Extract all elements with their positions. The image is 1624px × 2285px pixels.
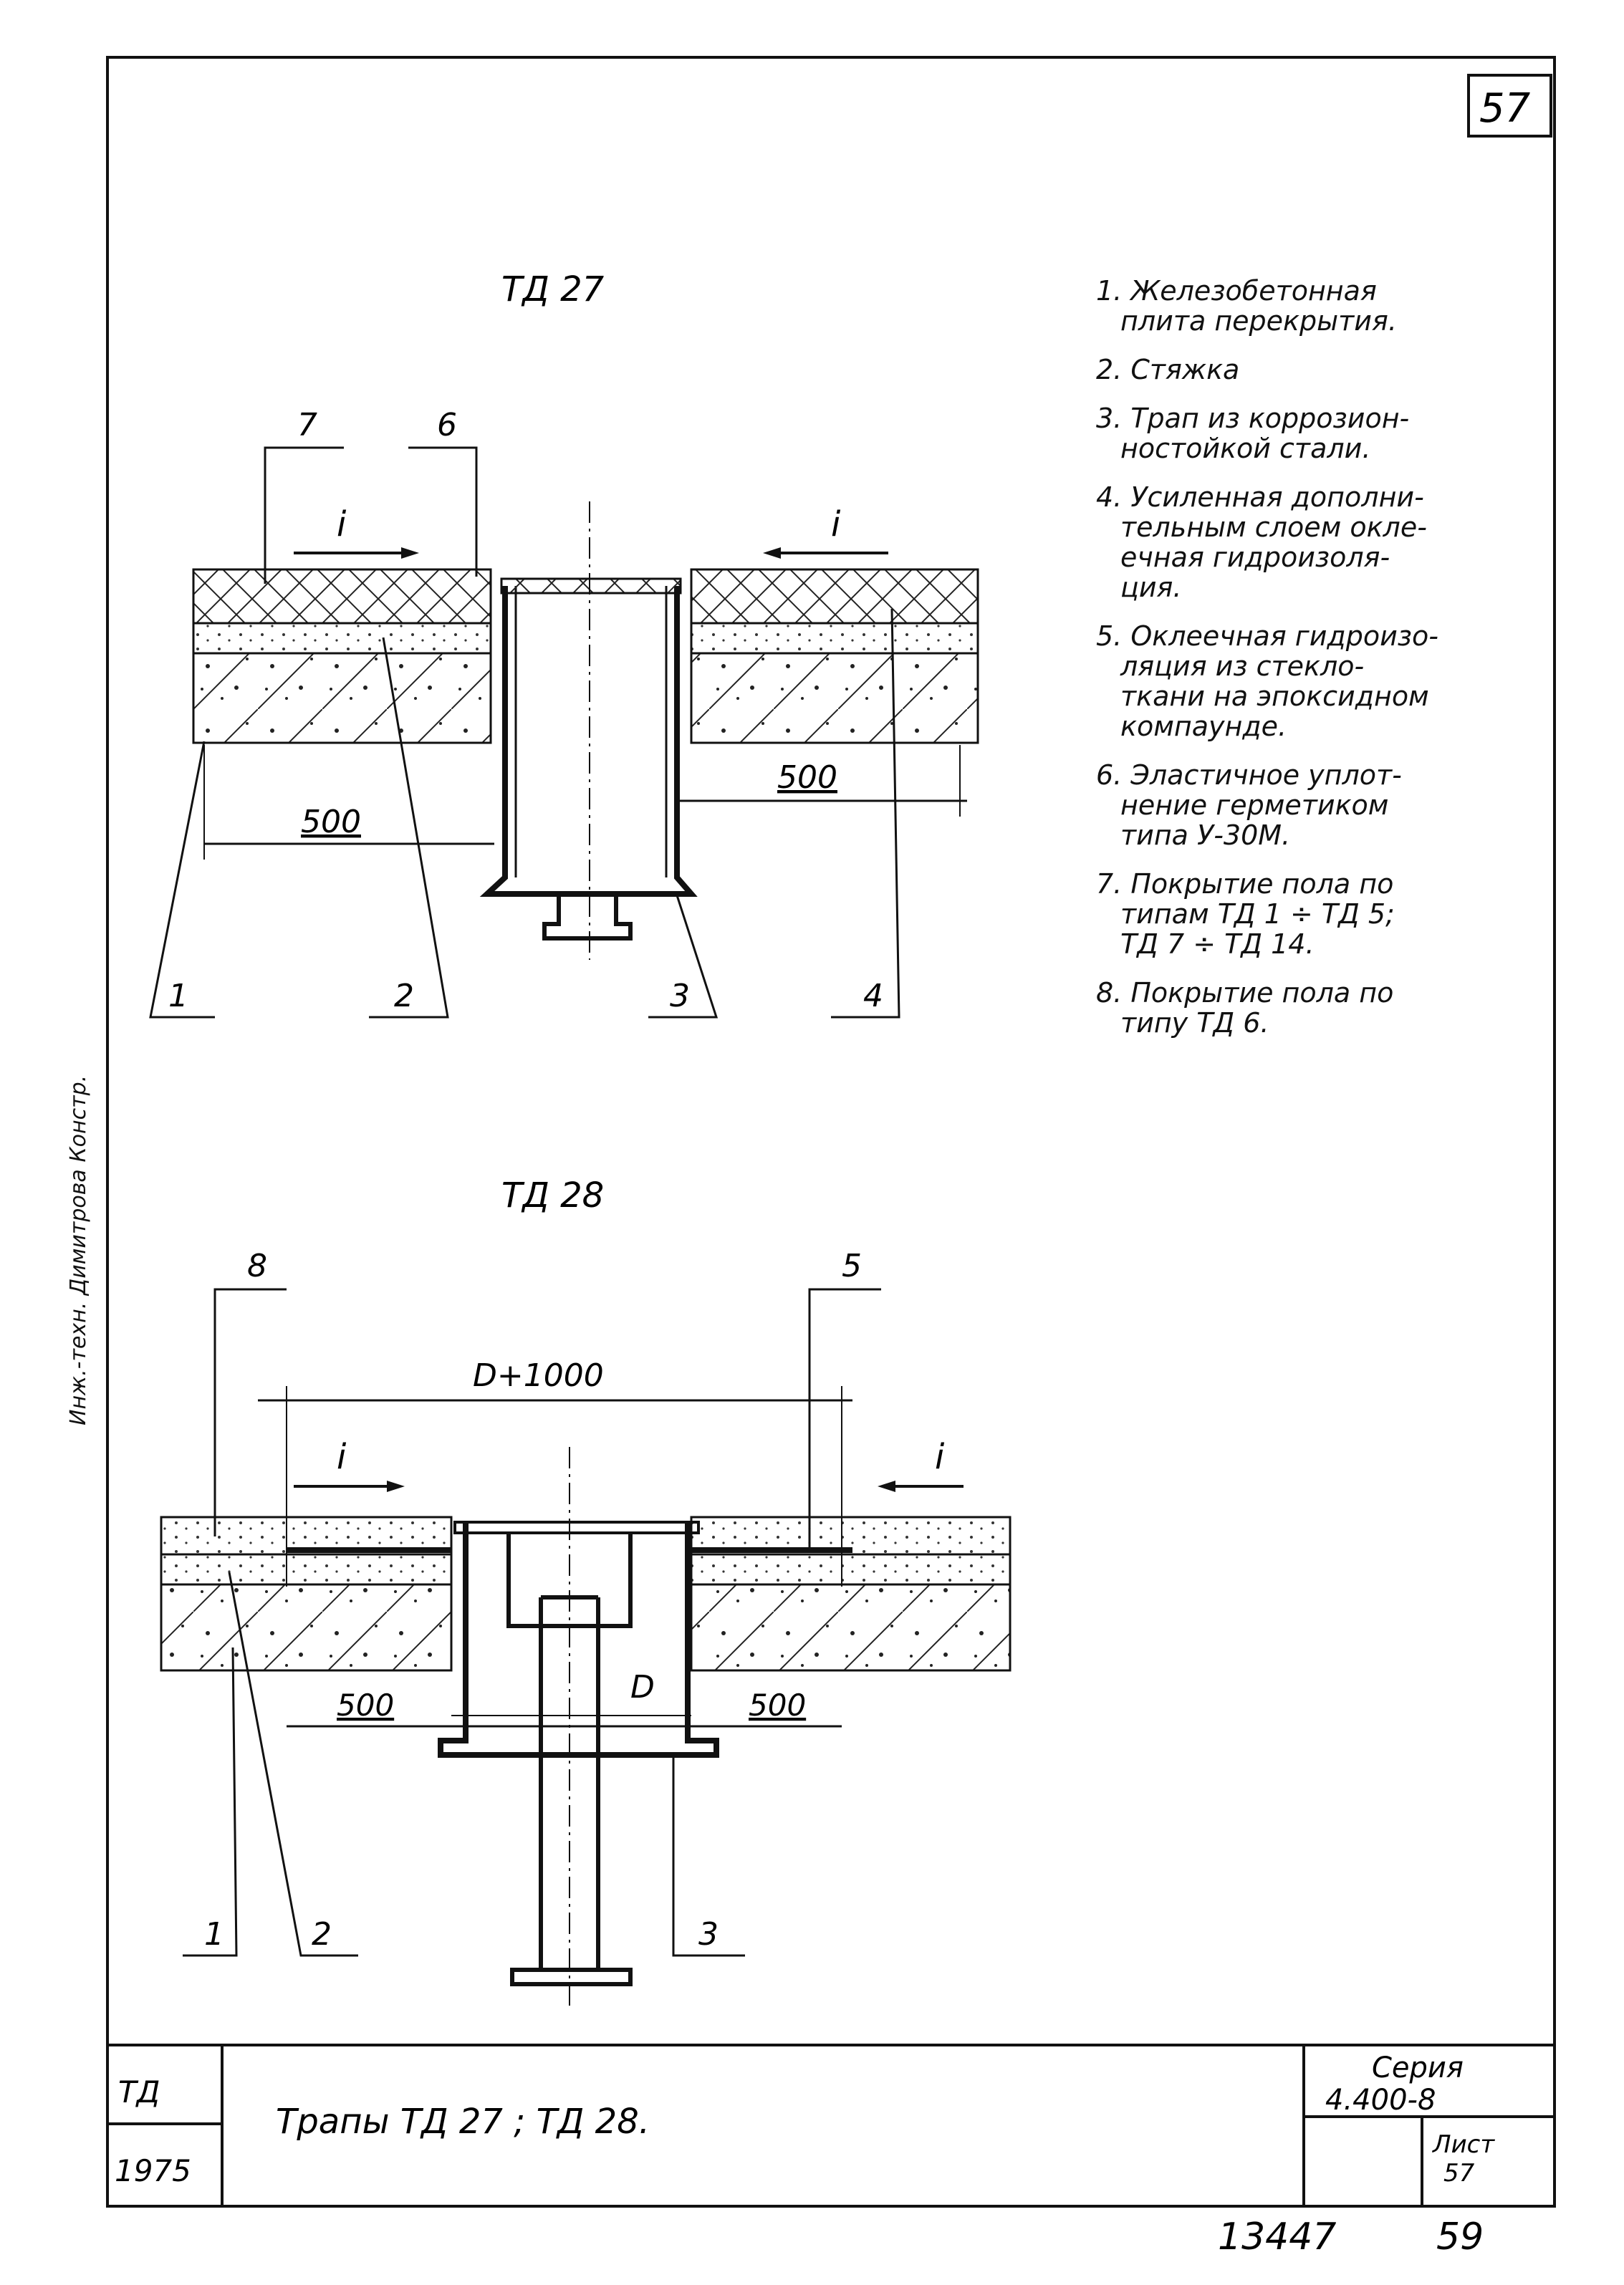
td27-dim-right: 500 xyxy=(777,759,837,796)
legend-line: ностойкой стали. xyxy=(1120,433,1371,464)
legend-item: 3. Трап из коррозион-ностойкой стали. xyxy=(1096,403,1540,463)
td27-callout-2-line xyxy=(369,637,449,1019)
legend-line: ция. xyxy=(1120,572,1182,603)
legend-line: тельным слоем окле- xyxy=(1120,511,1427,543)
drawing-td27 xyxy=(149,446,979,1019)
td28-callout-5-line xyxy=(808,1288,881,1549)
td28-callout-8-line xyxy=(213,1288,287,1536)
td28-callout-1: 1 xyxy=(204,1916,224,1953)
td27-callout-3: 3 xyxy=(670,978,690,1014)
td27-slab-left xyxy=(192,652,492,744)
side-stamp-text: Инж.-техн. Димитрова Констр. xyxy=(66,1074,91,1425)
td27-callout-7: 7 xyxy=(297,407,317,443)
td28-callout-8: 8 xyxy=(247,1248,267,1284)
legend-line: плита перекрытия. xyxy=(1120,305,1397,337)
legend-line: ечная гидроизоля- xyxy=(1120,542,1390,573)
td27-callout-6-line xyxy=(408,446,478,577)
td27-callout-4-line xyxy=(831,608,900,1019)
td27-outlet xyxy=(542,894,633,941)
td28-dim-left: 500 xyxy=(337,1688,394,1723)
td28-dim-top: D+1000 xyxy=(473,1357,604,1394)
legend-item: 5. Оклеечная гидроизо-ляция из стекло-тк… xyxy=(1096,621,1540,741)
td27-drain-body xyxy=(479,586,698,897)
legend-line: ТД 7 ÷ ТД 14. xyxy=(1120,928,1315,960)
legend-line: 1. Железобетонная xyxy=(1096,275,1377,307)
legend-line: 2. Стяжка xyxy=(1096,354,1240,385)
legend-line: 3. Трап из коррозион- xyxy=(1096,403,1410,434)
frame-outer xyxy=(106,56,1556,2208)
legend-line: 4. Усиленная дополни- xyxy=(1096,481,1424,513)
td28-callout-2-line xyxy=(228,1572,358,1957)
td27-callout-1-line xyxy=(149,741,215,1019)
stamp-series-value: 4.400-8 xyxy=(1325,2084,1436,2117)
td27-callout-4: 4 xyxy=(863,978,883,1014)
td27-callout-1: 1 xyxy=(168,978,188,1014)
stamp-year: 1975 xyxy=(115,2153,191,2188)
td27-slope-left: i xyxy=(337,504,347,544)
legend-line: 7. Покрытие пола по xyxy=(1096,868,1394,900)
td28-rim xyxy=(453,1521,700,1534)
legend-line: типу ТД 6. xyxy=(1120,1007,1269,1039)
sheet-number-box xyxy=(1467,74,1552,138)
td27-cover-left xyxy=(192,568,492,625)
td28-slab-left xyxy=(160,1583,453,1672)
bottom-number-right: 59 xyxy=(1436,2216,1484,2258)
legend-item: 4. Усиленная дополни-тельным слоем окле-… xyxy=(1096,482,1540,602)
td28-callout-1-line xyxy=(183,1647,238,1957)
td28-title: ТД 28 xyxy=(501,1175,604,1216)
td28-dim-inner: D xyxy=(630,1669,655,1706)
legend-line: 8. Покрытие пола по xyxy=(1096,977,1394,1009)
td27-drain-inner xyxy=(514,586,668,877)
legend-line: типам ТД 1 ÷ ТД 5; xyxy=(1120,898,1395,930)
td28-slope-right: i xyxy=(935,1437,945,1477)
td28-slope-left: i xyxy=(337,1437,347,1477)
legend-line: ткани на эпоксидном xyxy=(1120,680,1429,712)
td28-callout-3: 3 xyxy=(698,1916,719,1953)
legend-line: компаунде. xyxy=(1120,711,1287,742)
drawing-td28 xyxy=(160,1288,1012,2006)
stamp-code: ТД xyxy=(118,2074,160,2110)
bottom-number-left: 13447 xyxy=(1218,2216,1336,2258)
td28-drain-body xyxy=(438,1522,719,1758)
legend-item: 2. Стяжка xyxy=(1096,355,1540,385)
legend-line: типа У-30М. xyxy=(1120,819,1291,851)
td27-callout-7-line xyxy=(264,446,344,584)
td27-slope-right: i xyxy=(831,504,841,544)
td27-slab-right xyxy=(690,652,979,744)
td28-screed-right xyxy=(690,1553,1012,1586)
stamp-title: Трапы ТД 27 ; ТД 28. xyxy=(276,2102,650,2142)
legend-line: 6. Эластичное уплот- xyxy=(1096,759,1402,791)
td27-screed-right xyxy=(690,622,979,655)
td27-callout-3-line xyxy=(648,895,719,1019)
td28-screed-left xyxy=(160,1553,453,1586)
legend-line: ляция из стекло- xyxy=(1120,650,1365,682)
stamp-series-label: Серия xyxy=(1372,2051,1464,2084)
td27-callout-6: 6 xyxy=(437,407,457,443)
td28-slab-right xyxy=(690,1583,1012,1672)
legend-line: 5. Оклеечная гидроизо- xyxy=(1096,620,1438,652)
td27-title: ТД 27 xyxy=(501,269,605,309)
td27-screed-left xyxy=(192,622,492,655)
td28-dim-right: 500 xyxy=(749,1688,806,1723)
td27-callout-2: 2 xyxy=(394,978,414,1014)
sheet-number: 57 xyxy=(1479,85,1531,132)
td28-outlet-flange xyxy=(510,1968,633,1986)
td28-callout-2: 2 xyxy=(312,1916,332,1953)
td27-dim-left: 500 xyxy=(301,804,361,840)
td28-callout-5: 5 xyxy=(842,1248,862,1284)
stamp-sheet-value: 57 xyxy=(1443,2159,1475,2188)
td27-grate xyxy=(500,577,682,595)
td27-cover-right xyxy=(690,568,979,625)
stamp-sheet-label: Лист xyxy=(1431,2130,1495,2159)
legend-line: нение герметиком xyxy=(1120,789,1389,821)
td28-callout-3-line xyxy=(672,1755,745,1957)
title-block xyxy=(107,2044,1555,2206)
